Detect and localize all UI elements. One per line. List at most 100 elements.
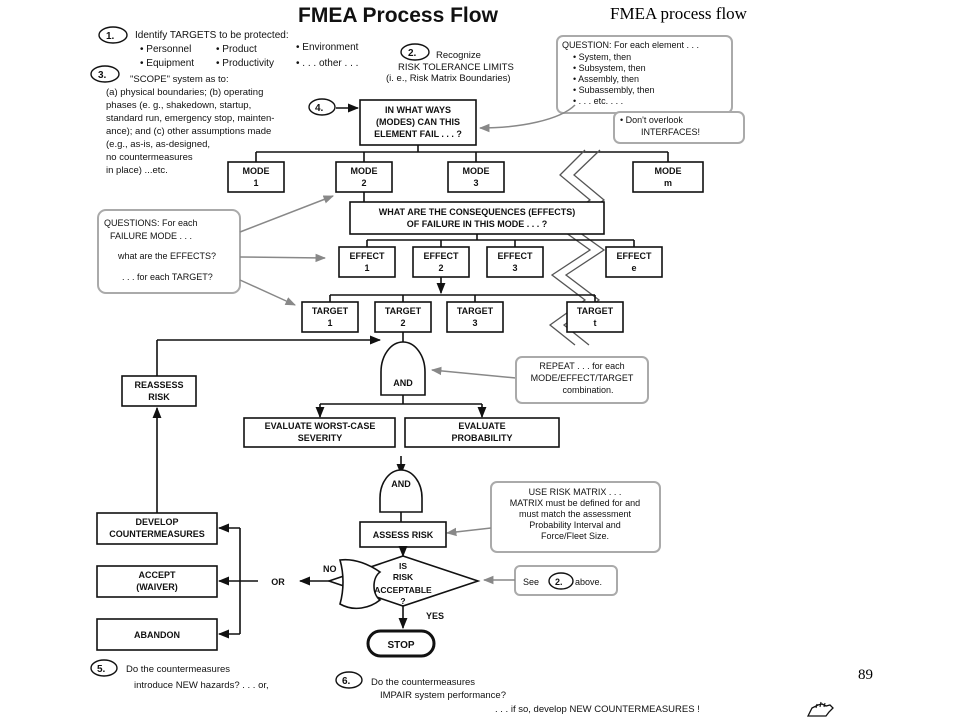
- failure-modes-line: IN WHAT WAYS: [385, 105, 451, 115]
- and-gate-2: AND: [379, 469, 423, 513]
- question-element-line: QUESTION: For each element . . .: [562, 40, 699, 50]
- step-2-line: RISK TOLERANCE LIMITS: [398, 62, 514, 73]
- decision-line: RISK: [393, 572, 414, 582]
- question-element-arrow: [478, 104, 576, 133]
- reassess-line: RISK: [148, 392, 170, 402]
- target-label: TARGET: [385, 306, 422, 316]
- questions-failure-arrow: [239, 195, 334, 233]
- target-label: TARGET: [457, 306, 494, 316]
- slide-caption: FMEA process flow: [610, 4, 748, 23]
- effect-label: EFFECT: [617, 251, 653, 261]
- questions-failure-note: QUESTIONS: For each FAILURE MODE . . . w…: [97, 209, 241, 294]
- questions-failure-line: FAILURE MODE . . .: [110, 231, 192, 241]
- mode-box: MODE 2: [335, 161, 393, 193]
- target-frame: [446, 301, 504, 333]
- target-label: TARGET: [312, 306, 349, 316]
- page-number: 89: [858, 667, 873, 683]
- step-2-line: Recognize: [436, 50, 481, 61]
- target-index: 1: [327, 318, 332, 328]
- mode-index: 2: [361, 178, 366, 188]
- step-1-item: • . . . other . . .: [296, 58, 358, 69]
- effect-index: 3: [512, 263, 517, 273]
- reassess-risk-box: REASSESS RISK: [121, 375, 197, 407]
- see-prefix: See: [523, 577, 539, 587]
- step-5-line: introduce NEW hazards? . . . or,: [134, 680, 269, 691]
- decision-line: ACCEPTABLE: [374, 585, 432, 595]
- mode-label: MODE: [463, 166, 490, 176]
- effect-box: EFFECT 1: [338, 246, 396, 278]
- and-gate-shape: [379, 469, 423, 513]
- target-index: 2: [400, 318, 405, 328]
- step-5-new-hazards: 5. Do the countermeasures introduce NEW …: [90, 659, 269, 691]
- effect-frame: [338, 246, 396, 278]
- mode-index: 1: [253, 178, 258, 188]
- step-1-targets: 1. Identify TARGETS to be protected: • P…: [98, 26, 359, 69]
- countermeasures-line: DEVELOP: [135, 517, 178, 527]
- interfaces-frame: [613, 111, 745, 144]
- step-6-line: . . . if so, develop NEW COUNTERMEASURES…: [495, 704, 700, 715]
- step-3-line: "SCOPE" system as to:: [130, 74, 229, 85]
- accept-line: (WAIVER): [136, 582, 178, 592]
- severity-line: SEVERITY: [298, 433, 343, 443]
- interfaces-note: • Don't overlook INTERFACES!: [613, 111, 745, 144]
- countermeasures-box: DEVELOP COUNTERMEASURES: [96, 512, 218, 545]
- step-1-number: 1.: [106, 31, 115, 42]
- repeat-arrow: [430, 366, 517, 379]
- step-3-badge: [90, 65, 120, 83]
- break-line: [548, 149, 592, 346]
- target-box: TARGET 1: [301, 301, 359, 333]
- risk-matrix-frame: [490, 481, 661, 553]
- effect-index: e: [631, 263, 636, 273]
- step-6-line: Do the countermeasures: [371, 677, 475, 688]
- effect-label: EFFECT: [498, 251, 534, 261]
- effect-label: EFFECT: [350, 251, 386, 261]
- step-3-line: (e.g., as-is, as-designed,: [106, 139, 210, 150]
- target-box: TARGET 3: [446, 301, 504, 333]
- step-1-item: • Environment: [296, 42, 359, 53]
- abandon-frame: [96, 618, 218, 651]
- question-element-line: • System, then: [573, 52, 631, 62]
- target-box: TARGET 2: [374, 301, 432, 333]
- questions-failure-line: . . . for each TARGET?: [122, 272, 213, 282]
- see-note: See 2. above.: [514, 565, 618, 596]
- stop-terminal: STOP: [366, 629, 436, 658]
- mode-frame: [632, 161, 704, 193]
- step-5-number: 5.: [97, 664, 106, 675]
- or-gate-shape: [338, 558, 382, 610]
- questions-failure-arrow: [239, 279, 296, 306]
- step-3-line: (a) physical boundaries; (b) operating: [106, 87, 263, 98]
- consequences-line: WHAT ARE THE CONSEQUENCES (EFFECTS): [379, 207, 576, 217]
- step-1-heading: Identify TARGETS to be protected:: [135, 30, 289, 41]
- target-label: TARGET: [577, 306, 614, 316]
- effect-box: EFFECT 2: [412, 246, 470, 278]
- probability-frame: [404, 417, 560, 448]
- failure-modes-line: ELEMENT FAIL . . . ?: [374, 129, 462, 139]
- yes-label: YES: [426, 611, 444, 621]
- severity-line: EVALUATE WORST-CASE: [265, 421, 376, 431]
- step-3-line: ance); and (c) other assumptions made: [106, 126, 271, 137]
- diagram-title: FMEA Process Flow: [298, 4, 499, 27]
- target-box: TARGET t: [566, 301, 624, 333]
- risk-matrix-line: USE RISK MATRIX . . .: [529, 487, 622, 497]
- reassess-frame: [121, 375, 197, 407]
- interfaces-line: INTERFACES!: [641, 127, 700, 137]
- and-gate-shape: [380, 341, 426, 396]
- assess-risk-box: ASSESS RISK: [359, 521, 447, 548]
- questions-failure-frame: [97, 209, 241, 294]
- step-1-item: • Productivity: [216, 58, 274, 69]
- risk-matrix-line: Probability Interval and: [529, 520, 621, 530]
- and-gate-1: AND: [380, 341, 426, 396]
- risk-matrix-arrow: [445, 527, 492, 537]
- countermeasures-frame: [96, 512, 218, 545]
- step-3-line: in place) ...etc.: [106, 165, 168, 176]
- step-3-scope: 3. "SCOPE" system as to: (a) physical bo…: [90, 65, 274, 176]
- probability-box: EVALUATE PROBABILITY: [404, 417, 560, 448]
- repeat-note: REPEAT . . . for each MODE/EFFECT/TARGET…: [515, 356, 649, 404]
- question-element-note: QUESTION: For each element . . . • Syste…: [556, 35, 733, 114]
- step-1-item: • Equipment: [140, 58, 194, 69]
- step-6-number: 6.: [342, 676, 351, 687]
- effect-box: EFFECT 3: [486, 246, 544, 278]
- effect-frame: [605, 246, 663, 278]
- step-2-badge: [400, 43, 430, 61]
- risk-matrix-note: USE RISK MATRIX . . . MATRIX must be def…: [490, 481, 661, 553]
